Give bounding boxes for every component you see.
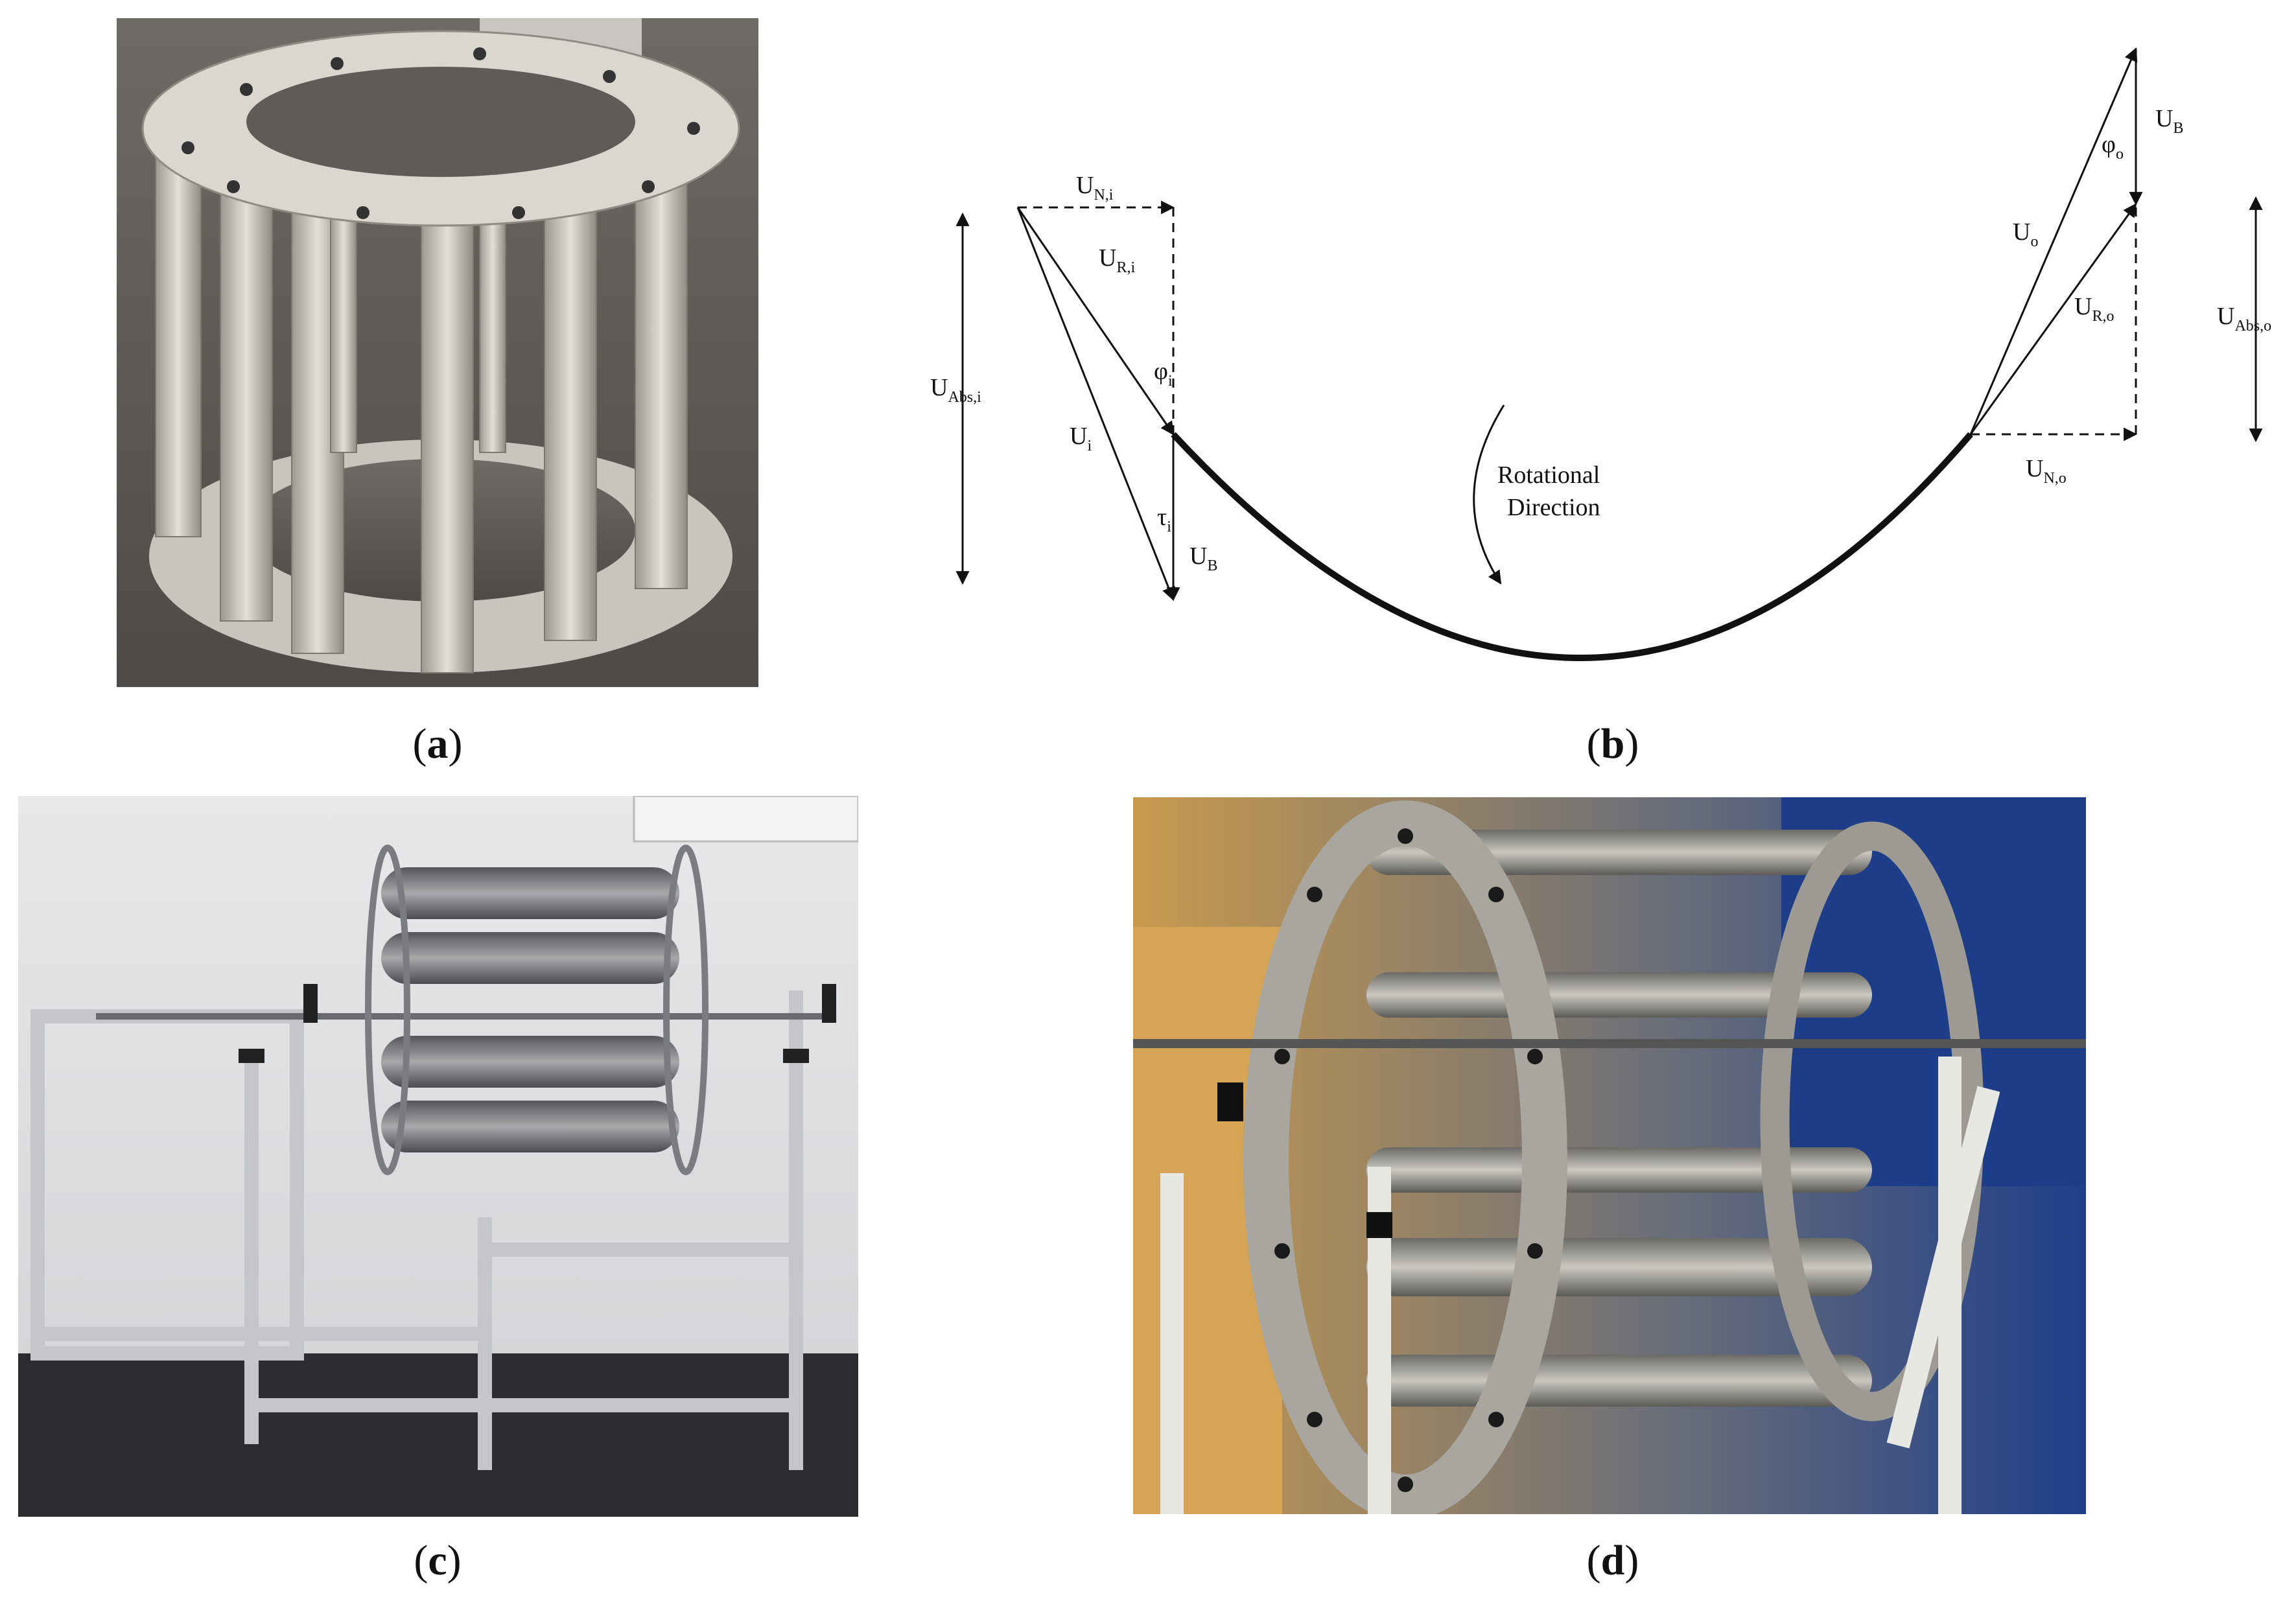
label-phi-i: φi <box>1154 358 1173 390</box>
label-u-o: Uo <box>2013 218 2038 250</box>
photo-panel-c <box>18 796 858 1517</box>
label-phi-o: φo <box>2102 131 2124 163</box>
rotation-label-line2: Direction <box>1507 494 1600 521</box>
label-un-i: UN,i <box>1076 172 1114 204</box>
photo-panel-a <box>117 18 758 687</box>
label-tau-i: τi <box>1157 504 1171 535</box>
rotor-test-rig-photo <box>1133 797 2086 1514</box>
label-u-i: Ui <box>1070 423 1092 454</box>
u-o-vector <box>1969 47 2138 435</box>
photo-panel-d <box>1133 797 2086 1514</box>
label-ub-right: UB <box>2155 105 2183 137</box>
rotor-on-frame-photo <box>18 796 858 1517</box>
ur-i-vector <box>1016 207 1175 436</box>
label-ur-o: UR,o <box>2074 293 2114 325</box>
ur-o-vector <box>1969 203 2137 435</box>
velocity-triangle-diagram: UN,i UR,i UAbs,i φi Ui τi UB UB φo Uo UR… <box>895 19 2296 719</box>
label-ur-i: UR,i <box>1099 244 1135 276</box>
rotation-label-line1: Rotational <box>1497 462 1600 489</box>
caption-a: (a) <box>412 720 463 767</box>
rotation-arrow <box>1473 404 1505 585</box>
aluminium-cylindrical-rotor-photo <box>117 18 758 687</box>
label-uabs-i: UAbs,i <box>930 374 981 406</box>
label-un-o: UN,o <box>2026 455 2067 487</box>
caption-c: (c) <box>414 1537 462 1584</box>
u-i-vector <box>1016 207 1175 601</box>
diagram-svg: UN,i UR,i UAbs,i φi Ui τi UB UB φo Uo UR… <box>930 47 2271 661</box>
blade-arc <box>1171 432 1973 661</box>
label-uabs-o: UAbs,o <box>2217 303 2271 334</box>
caption-b: (b) <box>1586 720 1639 767</box>
label-ub-left: UB <box>1189 543 1217 574</box>
caption-d: (d) <box>1586 1537 1639 1584</box>
